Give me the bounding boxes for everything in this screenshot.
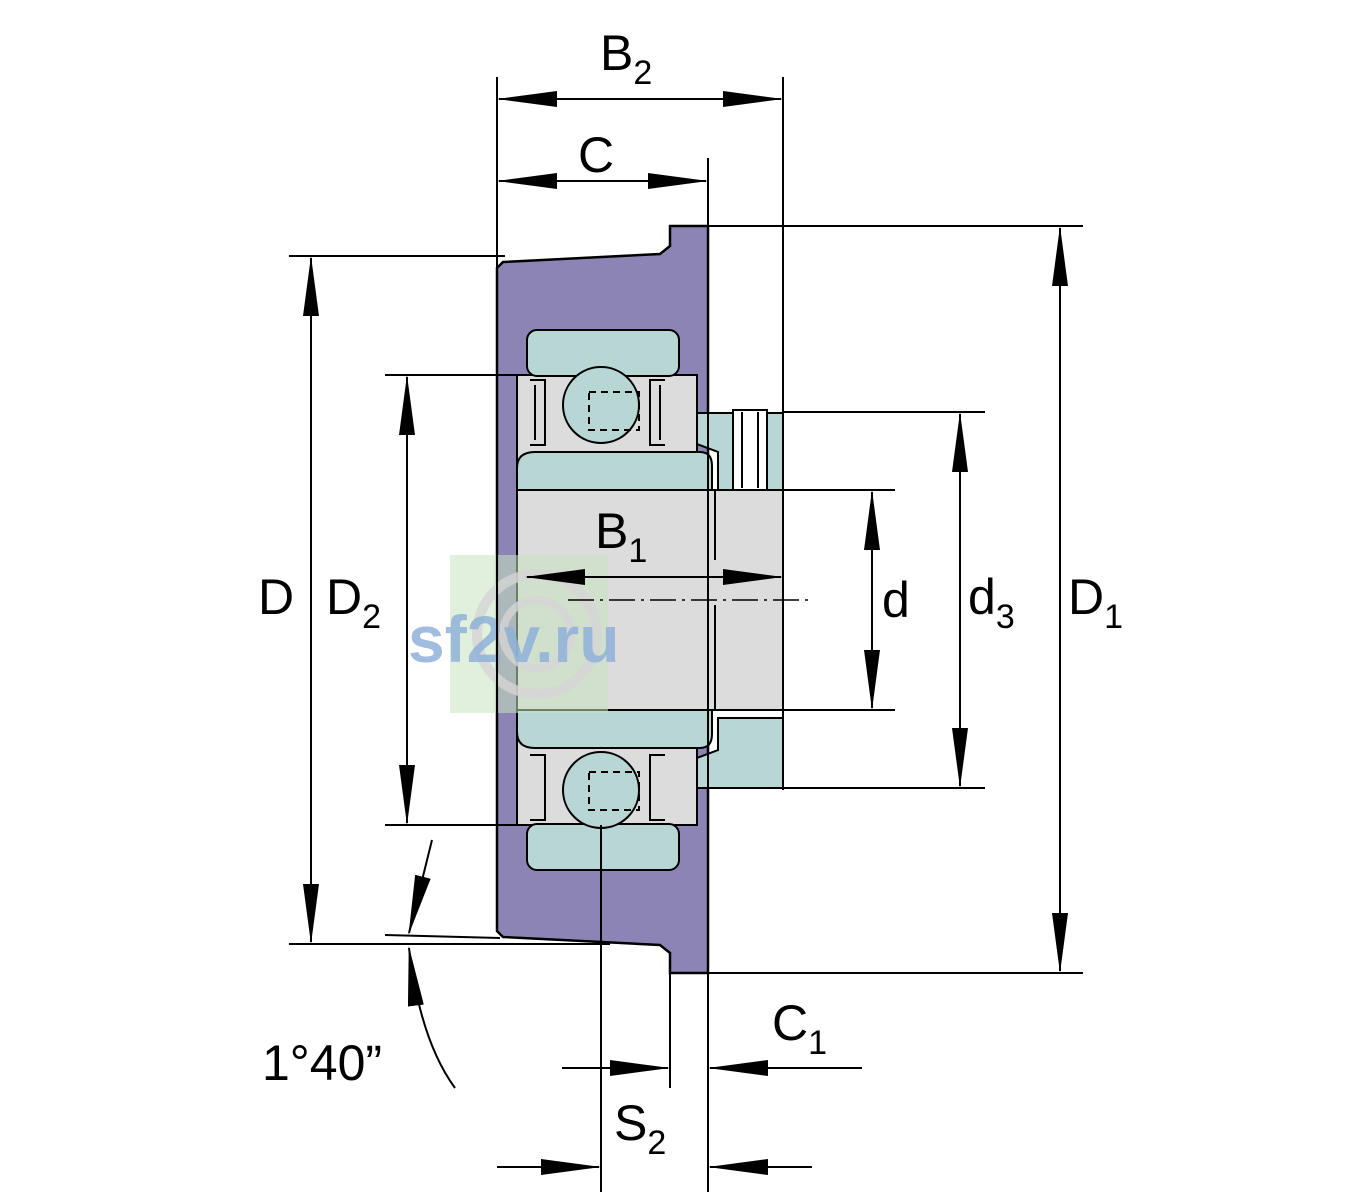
label-d2: D2 — [326, 569, 381, 636]
dim-angle-lower — [407, 946, 456, 1089]
watermark: sf2v.ru — [408, 555, 620, 713]
inner-ring-bottom — [516, 709, 713, 749]
label-angle: 1°40” — [262, 1035, 382, 1091]
label-d1: D1 — [1068, 569, 1123, 636]
label-d-bore: d — [882, 572, 910, 628]
ball-top-dashed — [588, 391, 640, 431]
label-d3: d3 — [968, 569, 1015, 636]
ball-top — [562, 366, 640, 444]
label-c: C — [578, 127, 614, 183]
label-c1: C1 — [772, 995, 827, 1062]
ball-bottom-dashed — [588, 771, 640, 811]
label-b1: B1 — [595, 503, 647, 570]
inner-ring-top — [516, 451, 713, 491]
label-d-outer: D — [258, 569, 294, 625]
label-b2: B2 — [600, 25, 652, 92]
ball-bottom — [562, 751, 640, 829]
grub-screw — [732, 409, 768, 491]
watermark-text: sf2v.ru — [408, 602, 620, 676]
dim-angle-upper — [408, 839, 433, 935]
outer-ring-bottom — [526, 823, 680, 871]
label-s2: S2 — [614, 1095, 666, 1162]
